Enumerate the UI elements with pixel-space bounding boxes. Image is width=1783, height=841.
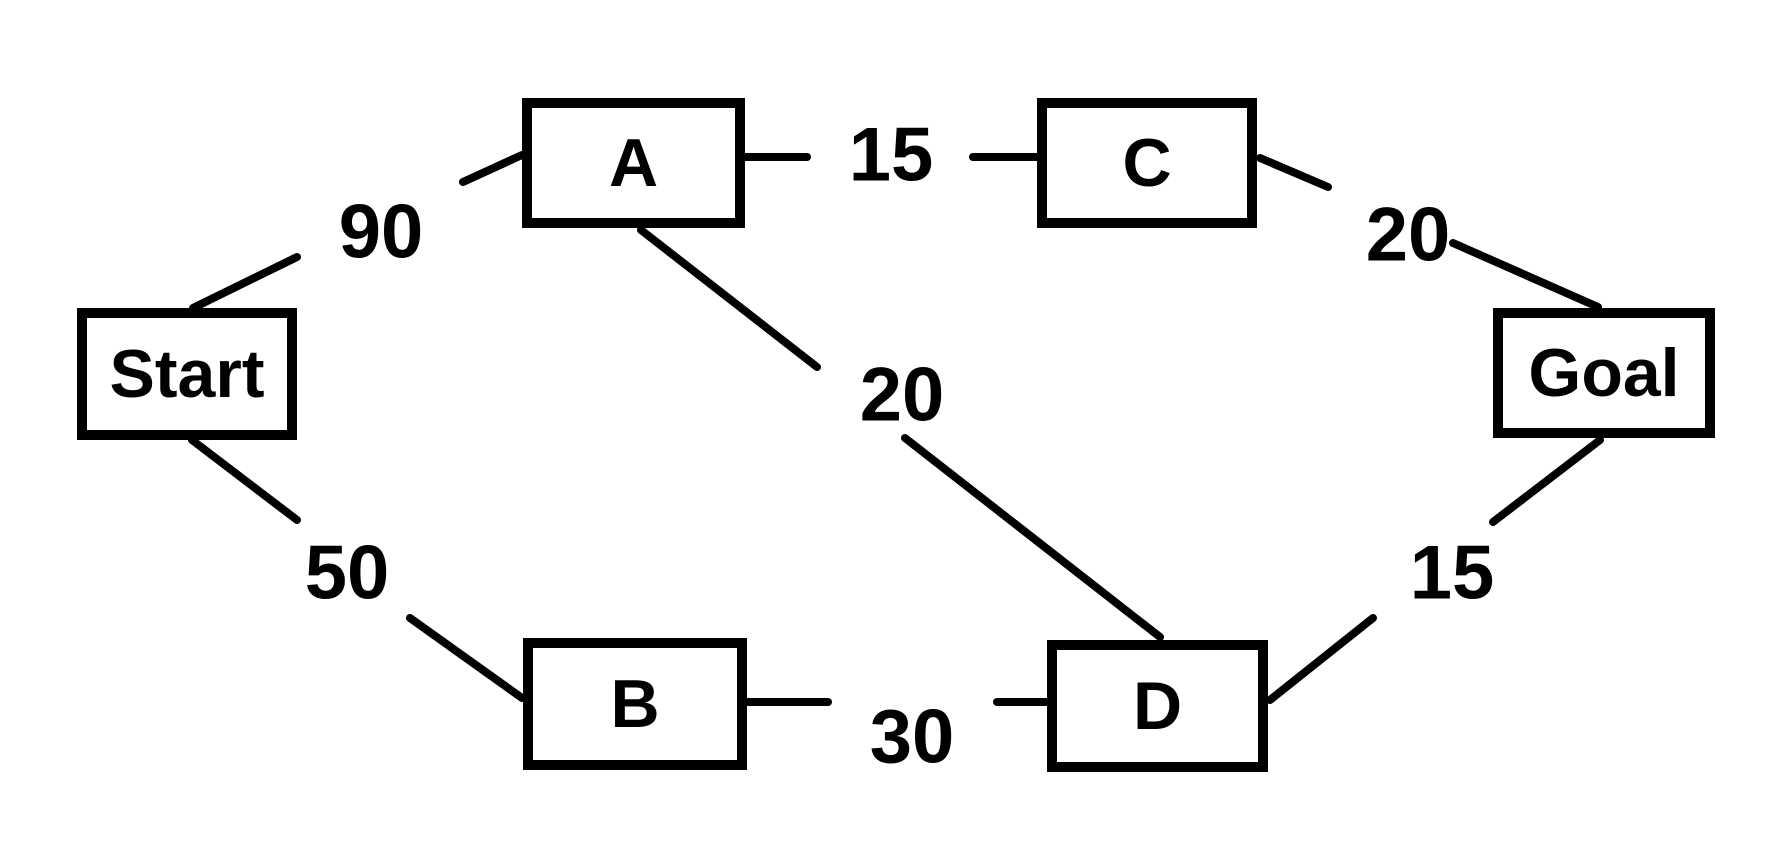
- node-box: [522, 98, 745, 228]
- edge-a-d: 20: [637, 226, 1164, 641]
- node-label: Start: [110, 336, 265, 412]
- edge-weight-label: 20: [1366, 193, 1451, 278]
- edge-line: [188, 436, 301, 524]
- edge-start-b: 50: [188, 436, 526, 702]
- node-box: [1037, 98, 1257, 228]
- edge-line: [1266, 614, 1377, 704]
- edge-weight-label: 30: [870, 695, 955, 780]
- edge-line: [406, 614, 526, 702]
- edge-line: [1449, 239, 1602, 311]
- node-label: B: [610, 666, 659, 742]
- edge-weight-label: 20: [860, 353, 945, 438]
- node-label: A: [609, 125, 658, 201]
- node-box: [1493, 308, 1715, 438]
- node-d: D: [1047, 640, 1268, 772]
- edge-d-goal: 15: [1266, 436, 1604, 704]
- edge-b-d: 30: [744, 695, 1051, 780]
- edge-line: [637, 226, 821, 371]
- node-label: D: [1133, 668, 1182, 744]
- node-box: [77, 308, 297, 440]
- node-box: [1047, 640, 1268, 772]
- edge-c-goal: 20: [1256, 154, 1602, 311]
- edge-line: [1489, 436, 1604, 526]
- edge-line: [459, 151, 526, 186]
- edge-line: [189, 253, 301, 312]
- node-goal: Goal: [1493, 308, 1715, 438]
- node-label: C: [1122, 125, 1171, 201]
- node-box: [523, 638, 747, 770]
- edge-weight-label: 90: [339, 190, 424, 275]
- node-c: C: [1037, 98, 1257, 228]
- edge-a-c: 15: [741, 113, 1041, 198]
- edge-weight-label: 50: [305, 531, 390, 616]
- edge-weight-label: 15: [1410, 531, 1495, 616]
- edge-line: [901, 434, 1164, 641]
- node-b: B: [523, 638, 747, 770]
- edge-start-a: 90: [189, 151, 526, 312]
- node-a: A: [522, 98, 745, 228]
- node-start: Start: [77, 308, 297, 440]
- edge-weight-label: 15: [849, 113, 934, 198]
- node-label: Goal: [1528, 335, 1679, 411]
- edge-line: [1256, 154, 1332, 191]
